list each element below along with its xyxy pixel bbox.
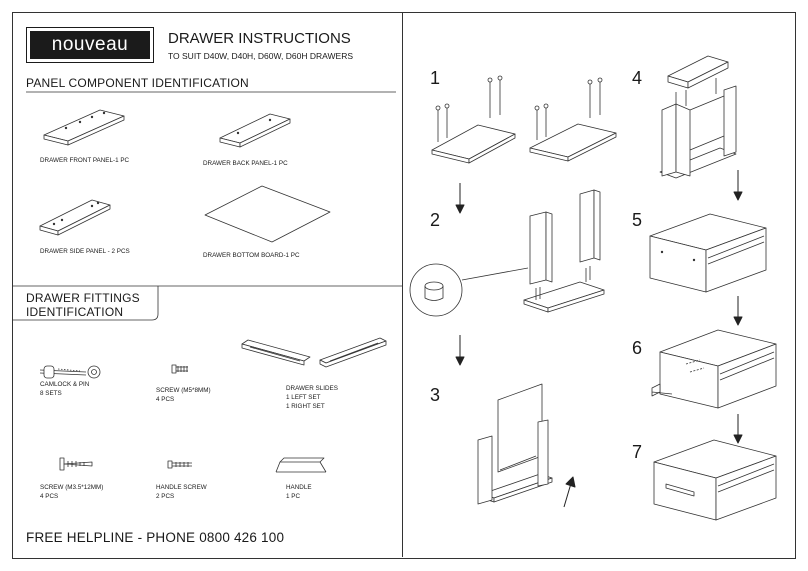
handle-screw-drawing	[167, 460, 192, 469]
handle-qty: 1 PC	[286, 493, 300, 500]
screw-m35-qty: 4 PCS	[40, 493, 59, 500]
step3-drawing	[477, 383, 553, 505]
brand-logo: nouveau	[30, 31, 150, 59]
step-number-2: 2	[430, 210, 441, 230]
slides-qty-left: 1 LEFT SET	[286, 394, 321, 401]
step7-drawing	[653, 439, 777, 521]
front-panel-label: DRAWER FRONT PANEL-1 PC	[40, 157, 130, 164]
helpline-text: FREE HELPLINE - PHONE 0800 426 100	[26, 530, 285, 545]
bottom-board-label: DRAWER BOTTOM BOARD-1 PC	[203, 252, 300, 259]
step-number-4: 4	[632, 68, 643, 88]
screw-m5-drawing	[171, 364, 188, 374]
camlock-name: CAMLOCK & PIN	[40, 381, 90, 388]
step4-drawing	[659, 55, 737, 179]
step2-drawing	[409, 189, 605, 317]
logo-frame	[26, 27, 154, 63]
step-number-5: 5	[632, 210, 643, 230]
fittings-heading-line1: DRAWER FITTINGS	[26, 291, 140, 305]
screw-m35-name: SCREW (M3.5*12MM)	[40, 484, 104, 491]
slides-qty-right: 1 RIGHT SET	[286, 403, 325, 410]
page-subtitle: TO SUIT D40W, D40H, D60W, D60H DRAWERS	[168, 51, 353, 61]
back-panel-label: DRAWER BACK PANEL-1 PC	[203, 160, 288, 167]
screw-m35-drawing	[59, 457, 93, 471]
handle-name: HANDLE	[286, 484, 312, 491]
fittings-heading-line2: IDENTIFICATION	[26, 305, 124, 319]
slides-name: DRAWER SLIDES	[286, 385, 338, 392]
panel-section-heading: PANEL COMPONENT IDENTIFICATION	[26, 76, 249, 90]
handle-drawing	[275, 457, 327, 473]
step-number-3: 3	[430, 385, 441, 405]
step-number-7: 7	[632, 442, 643, 462]
bottom-board-drawing	[204, 185, 331, 243]
step-number-1: 1	[430, 68, 441, 88]
step1-drawing	[431, 75, 617, 164]
back-panel-drawing	[219, 113, 291, 148]
step-number-6: 6	[632, 338, 643, 358]
fittings-heading-tab	[12, 286, 159, 321]
screw-m5-name: SCREW (M5*8MM)	[156, 387, 211, 394]
drawer-slides-drawing	[241, 337, 387, 368]
step6-drawing	[651, 329, 777, 409]
page-title: DRAWER INSTRUCTIONS	[168, 30, 351, 47]
step-arrows	[455, 170, 743, 508]
front-panel-drawing	[43, 109, 125, 146]
handle-screw-name: HANDLE SCREW	[156, 484, 207, 491]
side-panel-drawing	[39, 199, 111, 236]
handle-screw-qty: 2 PCS	[156, 493, 175, 500]
side-panel-label: DRAWER SIDE PANEL - 2 PCS	[40, 248, 130, 255]
screw-m5-qty: 4 PCS	[156, 396, 175, 403]
camlock-qty: 8 SETS	[40, 390, 62, 397]
page-border	[12, 12, 796, 559]
left-column-divider	[402, 12, 403, 557]
camlock-pin-drawing	[39, 365, 101, 379]
step5-drawing	[649, 213, 767, 293]
